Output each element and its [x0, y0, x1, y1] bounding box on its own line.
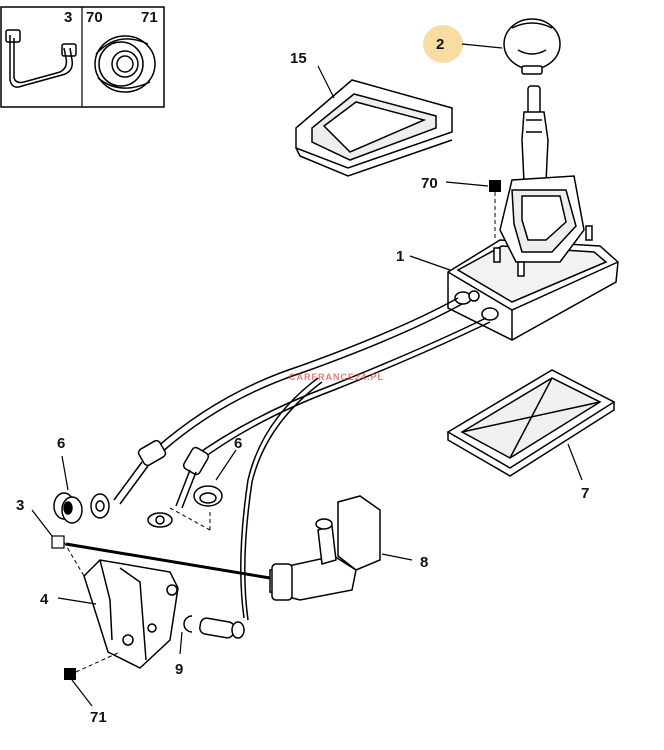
callout-2-highlight [423, 25, 463, 63]
square-outline-marker-icon [51, 535, 65, 549]
watermark-text: CARFRANCE24.PL [289, 372, 385, 382]
cable-strap [65, 542, 271, 580]
shift-lever [521, 85, 549, 183]
callout-15: 15 [290, 50, 307, 67]
cable-ends [113, 439, 210, 528]
base-plate [446, 369, 616, 477]
gearbox-lever-bracket [269, 495, 381, 601]
legend-id-3: 3 [64, 9, 73, 26]
callout-71: 71 [90, 709, 107, 726]
legend-id-70: 70 [86, 9, 103, 26]
callout-3: 3 [16, 497, 25, 514]
callout-2: 2 [436, 36, 445, 53]
callout-6-left: 6 [57, 435, 66, 452]
alignment-dashes [63, 192, 496, 673]
legend-id-71: 71 [141, 9, 158, 26]
callout-1: 1 [396, 248, 405, 265]
callout-6-right: 6 [234, 435, 243, 452]
square-filled-marker-icon [64, 668, 76, 680]
callout-7: 7 [581, 485, 590, 502]
support-bracket [83, 559, 179, 669]
callout-70: 70 [421, 175, 438, 192]
legend-grommet-part [94, 35, 156, 93]
shifter-housing [447, 175, 619, 341]
shift-cables [155, 297, 491, 621]
cable-connectors [454, 290, 499, 321]
gear-boot-frame [295, 79, 453, 177]
gear-knob [503, 18, 561, 75]
callout-4: 4 [40, 591, 49, 608]
cable-end-fitting [183, 615, 245, 639]
leader-lines [31, 43, 583, 707]
callout-8: 8 [420, 554, 429, 571]
legend-box [0, 6, 165, 108]
bushings [53, 485, 223, 524]
legend-clip-part [5, 29, 77, 88]
square-filled-marker-icon [489, 180, 501, 192]
callout-9: 9 [175, 661, 184, 678]
